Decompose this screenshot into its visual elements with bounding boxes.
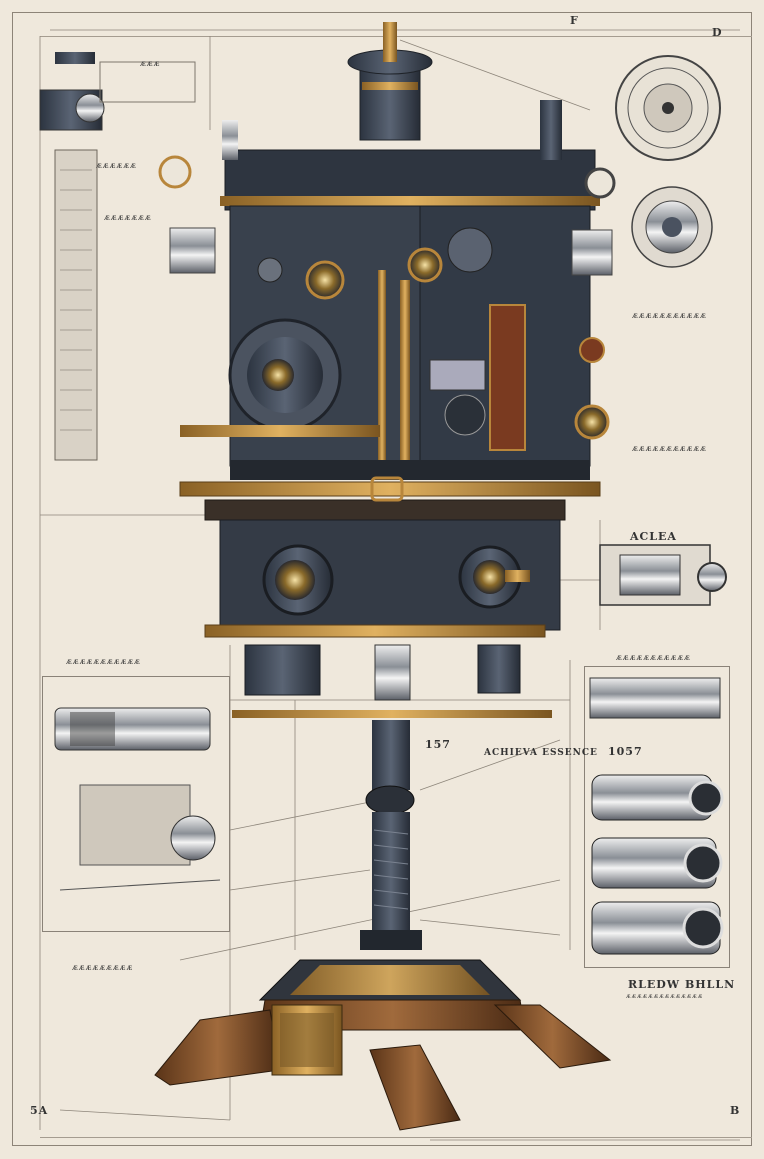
right-assembly bbox=[599, 544, 727, 606]
corner-mark-top-center: F bbox=[570, 14, 579, 27]
left-detail-panel bbox=[42, 676, 230, 932]
panel-caption-right: ᴁᴁᴁᴁᴁᴁᴁᴁᴁᴁᴁ bbox=[616, 653, 691, 663]
label-2: ᴁᴁᴁᴁᴁᴁ bbox=[96, 161, 137, 171]
label-5: ᴁᴁᴁᴁᴁᴁᴁᴁᴁᴁᴁ bbox=[632, 444, 707, 454]
base-stand bbox=[154, 959, 612, 1131]
left-panel-diagrams bbox=[54, 707, 221, 891]
upper-housing bbox=[158, 100, 616, 480]
heading-mid: ACHIEVA ESSENCE bbox=[484, 748, 598, 758]
heading-right: ACLEA bbox=[630, 530, 677, 543]
label-4: ᴁᴁᴁᴁᴁᴁᴁᴁᴁᴁᴁ bbox=[632, 311, 707, 321]
footer-right-title: RLEDW BHLLN bbox=[628, 978, 736, 991]
label-3: ᴁᴁᴁᴁᴁᴁᴁ bbox=[104, 213, 152, 223]
lens-stack bbox=[589, 677, 724, 955]
outer-frame bbox=[12, 12, 752, 1146]
dial-diagram bbox=[615, 55, 721, 268]
corner-mark-top-right: D bbox=[712, 26, 723, 39]
caption-left-2: ᴁᴁᴁᴁᴁᴁᴁᴁᴁ bbox=[72, 963, 134, 973]
number-label-1: 1057 bbox=[608, 745, 643, 758]
left-column-diagram bbox=[39, 52, 196, 461]
corner-mark-bottom-left: 5A bbox=[30, 1104, 49, 1117]
footer-right-subtitle: ᴁᴁᴁᴁᴁᴁᴁᴁᴁᴁᴁᴁᴁᴁ bbox=[626, 992, 704, 1000]
caption-left-1: ᴁᴁᴁᴁᴁᴁᴁᴁᴁᴁᴁ bbox=[66, 657, 141, 667]
number-label-2: 157 bbox=[425, 738, 451, 751]
lower-housing bbox=[204, 519, 561, 718]
right-detail-panel bbox=[584, 666, 730, 968]
corner-mark-bottom-right: B bbox=[730, 1104, 741, 1117]
label-1: ᴁᴁᴁ bbox=[140, 59, 161, 69]
